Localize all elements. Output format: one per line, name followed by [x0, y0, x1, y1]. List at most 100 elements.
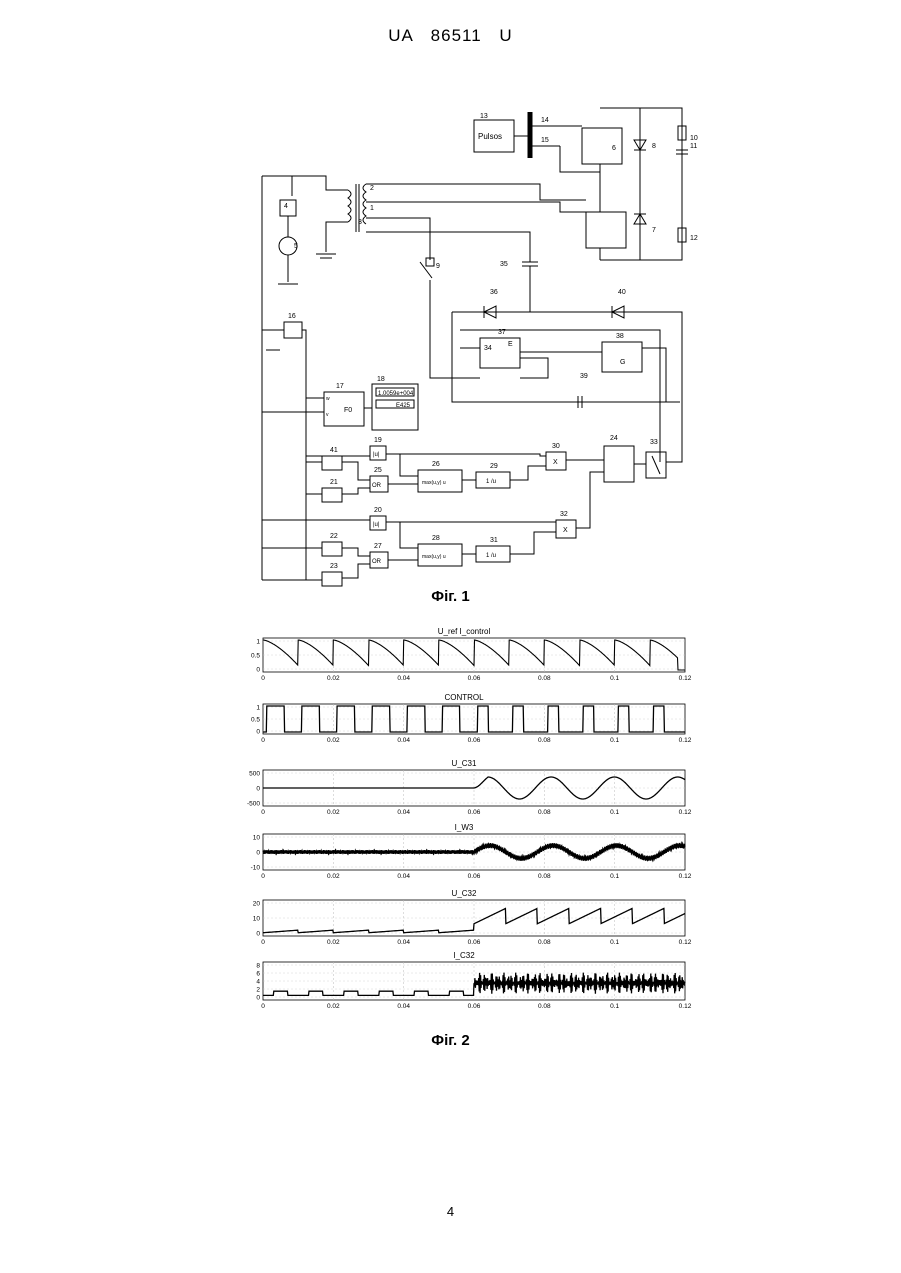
x-tick-label: 0.04 — [397, 675, 410, 682]
x-tick-label: 0.08 — [538, 1003, 551, 1010]
block-number-27: 27 — [374, 543, 382, 550]
x-tick-label: 0.04 — [397, 809, 410, 816]
y-tick-label: 0 — [256, 729, 260, 736]
block-number-19: 19 — [374, 437, 382, 444]
x-tick-label: 0.08 — [538, 737, 551, 744]
component-label: 15 — [541, 137, 549, 144]
math-b-label: max(u,y) u — [422, 554, 446, 560]
igbt-39 — [602, 342, 642, 372]
component-label: 5 — [294, 243, 298, 250]
x-tick-label: 0.08 — [538, 939, 551, 946]
f0-label: F0 — [344, 407, 352, 414]
x-tick-label: 0.02 — [327, 1003, 340, 1010]
y-tick-label: 0 — [256, 995, 260, 1002]
component-label: 11 — [690, 143, 697, 150]
x-tick-label: 0 — [261, 939, 265, 946]
component-label: 8 — [652, 143, 656, 150]
math-a-label: max(u,y) u — [422, 480, 446, 486]
component-label: E — [508, 341, 513, 348]
x-tick-label: 0.12 — [679, 737, 692, 744]
x-tick-label: 0.12 — [679, 675, 692, 682]
measurement-block-4 — [280, 200, 296, 216]
relay-22 — [322, 488, 342, 502]
component-label: 39 — [580, 373, 588, 380]
x-tick-label: 0.06 — [468, 809, 481, 816]
y-tick-label: 0 — [256, 786, 260, 793]
block-number-31: 31 — [490, 537, 498, 544]
or-a-label: OR — [372, 483, 382, 489]
plot-panel: U_ref I_control10.5000.020.040.060.080.1… — [251, 627, 692, 682]
x-tick-label: 0 — [261, 809, 265, 816]
relay-23 — [322, 542, 342, 556]
block-number-25: 25 — [374, 467, 382, 474]
x-tick-label: 0.1 — [610, 939, 619, 946]
f0-port-w: w — [326, 396, 330, 402]
plot-panel: U_C322010000.020.040.060.080.10.12 — [253, 889, 692, 946]
block-number-28: 28 — [432, 535, 440, 542]
abs-b-label: |u| — [373, 522, 380, 528]
y-tick-label: 10 — [253, 835, 261, 842]
plot-title: CONTROL — [444, 693, 484, 702]
series-line — [263, 973, 685, 996]
component-label: 7 — [652, 227, 656, 234]
block-number-29: 29 — [490, 463, 498, 470]
gain-b-label: 1 /u — [486, 553, 496, 559]
x-tick-label: 0.04 — [397, 1003, 410, 1010]
x-tick-label: 0.12 — [679, 939, 692, 946]
y-tick-label: 4 — [256, 979, 260, 986]
component-label: 4 — [284, 203, 288, 210]
component-label: 2 — [370, 185, 374, 192]
plot-panel: CONTROL10.5000.020.040.060.080.10.12 — [251, 693, 692, 744]
y-tick-label: 0 — [256, 850, 260, 857]
component-label: 12 — [690, 235, 698, 242]
component-label: 6 — [612, 145, 616, 152]
x-tick-label: 0.02 — [327, 737, 340, 744]
plot-title: I_C32 — [453, 951, 475, 960]
x-tick-label: 0.02 — [327, 809, 340, 816]
y-tick-label: 6 — [256, 971, 260, 978]
component-label: 23 — [330, 563, 338, 570]
x-tick-label: 0.1 — [610, 809, 619, 816]
component-label: 16 — [288, 313, 296, 320]
component-label: 33 — [650, 439, 658, 446]
x-tick-label: 0.08 — [538, 873, 551, 880]
x-tick-label: 0.04 — [397, 939, 410, 946]
x-tick-label: 0 — [261, 675, 265, 682]
x-tick-label: 0.04 — [397, 737, 410, 744]
display-line-1: 1.0059e+004 — [378, 391, 414, 397]
y-tick-label: 1 — [256, 705, 260, 712]
component-label: 10 — [690, 135, 698, 142]
x-tick-label: 0.02 — [327, 873, 340, 880]
component-label: 3 — [358, 219, 362, 226]
component-label: 14 — [541, 117, 549, 124]
y-tick-label: 2 — [256, 987, 260, 994]
f0-port-v: v — [326, 412, 329, 418]
igbt-38 — [480, 338, 520, 368]
figure-1-circuit: 13 Pulsos 18 1.0059e+004 E425 17 F0 w v … — [0, 0, 901, 620]
pulse-block-label: Pulsos — [478, 132, 502, 141]
x-tick-label: 0.06 — [468, 1003, 481, 1010]
x-tick-label: 0.02 — [327, 675, 340, 682]
component-label: 9 — [436, 263, 440, 270]
upper-switch-block — [582, 128, 622, 164]
y-tick-label: 1 — [256, 639, 260, 646]
x-tick-label: 0.06 — [468, 873, 481, 880]
y-tick-label: 8 — [256, 963, 260, 970]
x-tick-label: 0.06 — [468, 675, 481, 682]
component-label: 34 — [484, 345, 492, 352]
x-tick-label: 0.12 — [679, 809, 692, 816]
y-tick-label: 0.5 — [251, 653, 260, 660]
lower-switch-block — [586, 212, 626, 248]
mult-a-label: X — [553, 459, 558, 466]
plot-title: I_W3 — [455, 823, 474, 832]
y-tick-label: 0 — [256, 667, 260, 674]
x-tick-label: 0.1 — [610, 1003, 619, 1010]
y-tick-label: 500 — [249, 771, 260, 778]
x-tick-label: 0 — [261, 873, 265, 880]
series-line — [263, 640, 685, 670]
y-tick-label: 20 — [253, 901, 261, 908]
x-tick-label: 0.04 — [397, 873, 410, 880]
y-tick-label: 0.5 — [251, 717, 260, 724]
relay-24 — [322, 572, 342, 586]
component-label: 40 — [618, 289, 626, 296]
